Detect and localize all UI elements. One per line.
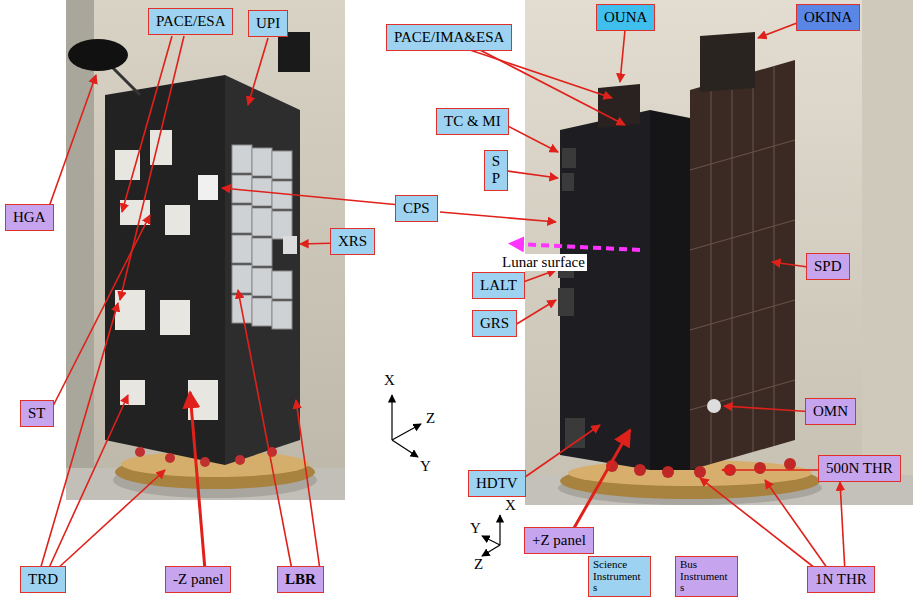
callout-text: LBR [285,571,316,587]
callout-box: PACE/IMA&ESA [386,24,512,51]
left-photo [66,0,345,500]
callout-box: UPI [248,10,288,37]
callout-text: PACE/IMA&ESA [394,29,504,45]
callout-text: TC & MI [444,113,501,129]
callout-text: LALT [480,277,517,293]
callout-box: TC & MI [436,108,509,135]
axis-label: Y [470,520,481,537]
legend-swatch: Bus Instrument s [675,556,738,597]
callout-box: OKINA [796,4,860,31]
callout-text: +Z panel [532,532,586,548]
callout-text: -Z panel [173,571,223,587]
callout-box: OUNA [596,4,655,31]
callout-box: GRS [472,310,517,337]
axis-label: X [505,497,516,514]
leader-lines [40,18,845,572]
callout-text: XRS [338,233,367,249]
callout-text: HDTV [476,475,518,491]
callout-box: 1N THR [807,566,875,593]
callout-text: OMN [813,403,848,419]
right-photo [525,0,913,505]
axis-label: X [384,372,395,389]
callout-text: SPD [814,258,842,274]
callout-text: OKINA [804,9,852,25]
callout-box: +Z panel [524,527,594,554]
callout-text: OUNA [604,9,647,25]
callout-box: CPS [395,195,438,222]
callout-text: PACE/ESA [156,13,225,29]
callout-text: HGA [13,209,46,225]
callout-box: LALT [472,272,525,299]
callout-text: UPI [256,15,280,31]
axis-label: Z [426,410,435,427]
callout-box: OMN [805,398,856,425]
callout-box: XRS [330,228,375,255]
panel-arrows [190,392,630,570]
callout-box: ST [20,400,54,427]
axis-label: Z [474,556,483,573]
callout-box: S P [484,150,508,191]
callout-text: 500N THR [826,460,893,476]
callout-text: ST [28,405,46,421]
legend-swatch: Science Instrument s [588,556,651,597]
callout-box: LBR [277,566,324,593]
direction-arrow [516,244,640,250]
callout-box: PACE/ESA [148,8,233,35]
callout-text: GRS [480,315,509,331]
callout-text: TRD [28,571,58,587]
callout-box: 500N THR [818,455,901,482]
callout-box: HGA [5,204,54,231]
legend-text: Science Instrument s [593,558,641,593]
direction-label: Lunar surface [500,254,587,271]
legend-text: Bus Instrument s [680,558,728,593]
callout-text: 1N THR [815,571,867,587]
axis-label: Y [420,458,431,475]
callout-box: TRD [20,566,66,593]
callout-box: HDTV [468,470,526,497]
callout-text: S P [492,153,500,186]
callout-text: CPS [403,200,430,216]
callout-box: -Z panel [165,566,231,593]
callout-box: SPD [806,253,850,280]
